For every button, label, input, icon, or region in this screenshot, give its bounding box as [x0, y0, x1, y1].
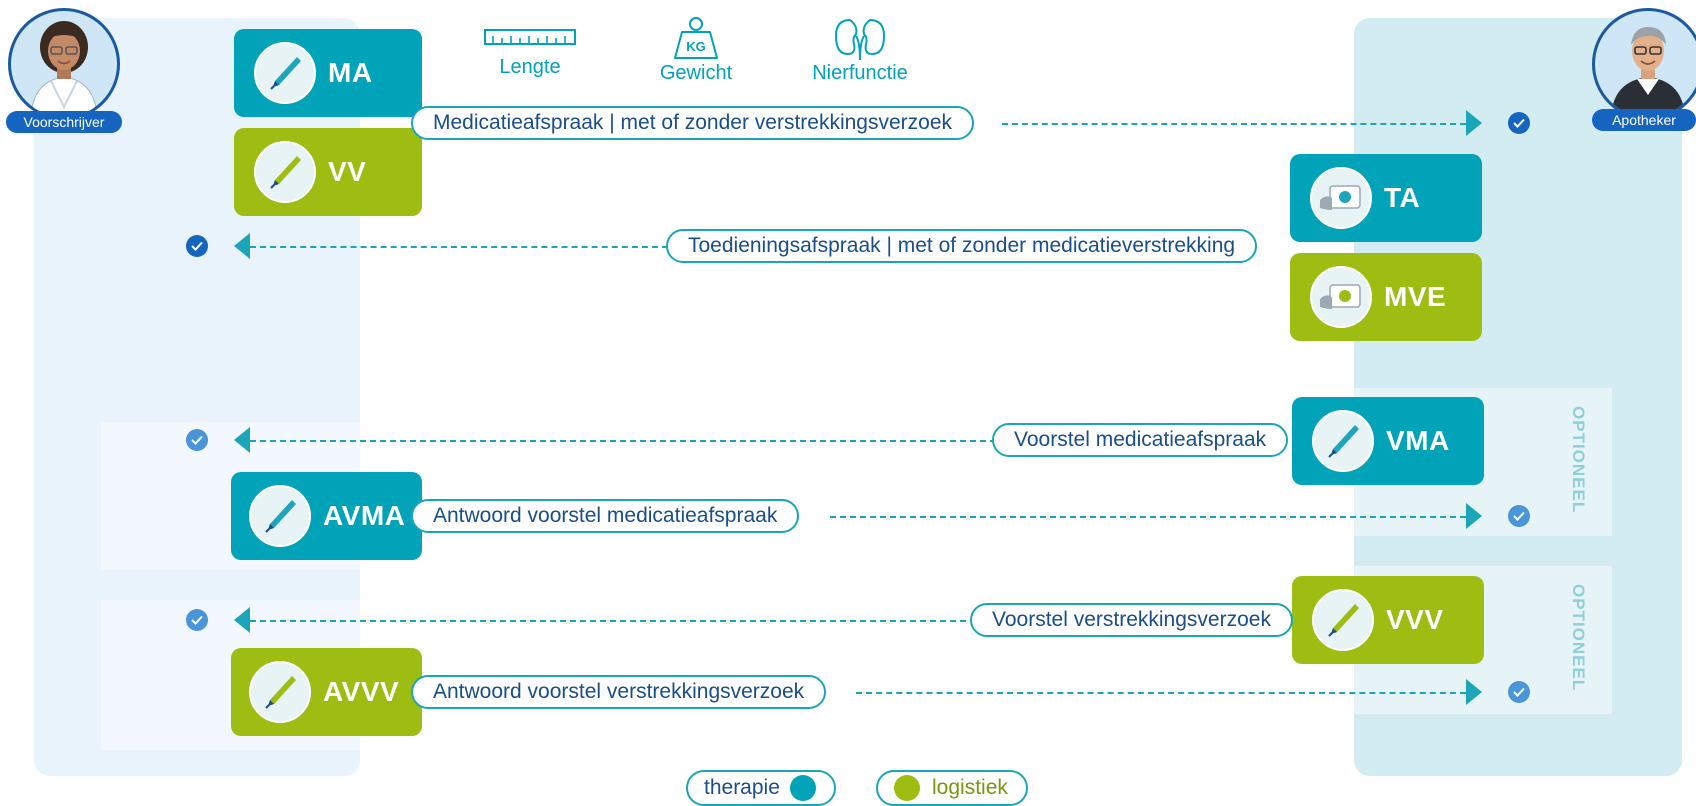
message-antwoord-voorstel-medicatieafspraak: Antwoord voorstel medicatieafspraak	[411, 499, 800, 533]
weight-kg-icon: KG	[674, 17, 718, 59]
optional-label-1: OPTIONEEL	[1569, 406, 1588, 514]
arrow-head-vma	[234, 427, 250, 453]
kidney-icon	[834, 18, 886, 60]
arrow-head-avvv	[1466, 679, 1482, 705]
arrow-head-ma	[1466, 110, 1482, 136]
block-vv[interactable]: VV	[234, 128, 422, 216]
block-avma[interactable]: AVMA	[231, 472, 422, 560]
measurement-weight: KG Gewicht	[648, 16, 744, 85]
message-toedieningsafspraak: Toedieningsafspraak | met of zonder medi…	[666, 229, 1258, 263]
legend-logistics: logistiek	[876, 770, 1028, 806]
check-icon	[1508, 681, 1530, 703]
arrow-head-avma	[1466, 503, 1482, 529]
pen-icon	[1312, 410, 1374, 472]
pen-icon	[254, 42, 316, 104]
block-mve[interactable]: MVE	[1290, 253, 1482, 341]
block-ta-label: TA	[1384, 182, 1421, 213]
measurement-length: Lengte	[480, 26, 580, 79]
pen-icon	[249, 661, 311, 723]
arrow-line-vvv	[250, 620, 976, 622]
arrow-line-vma	[250, 440, 996, 442]
block-ta[interactable]: TA	[1290, 154, 1482, 242]
check-icon	[186, 235, 208, 257]
message-voorstel-medicatieafspraak: Voorstel medicatieafspraak	[992, 423, 1289, 457]
arrow-head-ta	[234, 233, 250, 259]
legend-therapy: therapie	[686, 770, 836, 806]
legend-logistics-label: logistiek	[932, 776, 1008, 799]
arrow-line-avvv	[856, 692, 1466, 694]
legend-therapy-label: therapie	[704, 776, 780, 799]
arrow-line-ma	[1002, 123, 1466, 125]
medication-hand-icon	[1310, 167, 1372, 229]
legend-therapy-dot	[789, 775, 816, 801]
prescriber-avatar	[8, 8, 120, 120]
block-mve-label: MVE	[1384, 281, 1447, 312]
check-icon	[186, 429, 208, 451]
measurement-weight-label: Gewicht	[659, 62, 733, 84]
check-icon	[1508, 112, 1530, 134]
arrow-line-ta	[250, 246, 668, 248]
message-medicatieafspraak: Medicatieafspraak | met of zonder verstr…	[411, 106, 975, 140]
block-vma-label: VMA	[1386, 425, 1450, 456]
pharmacist-avatar	[1592, 8, 1696, 120]
block-vv-label: VV	[328, 156, 367, 187]
optional-label-2: OPTIONEEL	[1569, 584, 1588, 692]
medication-hand-icon	[1310, 266, 1372, 328]
prescriber-role-label: Voorschrijver	[6, 111, 122, 133]
block-vvv-label: VVV	[1386, 604, 1444, 635]
block-vma[interactable]: VMA	[1292, 397, 1484, 485]
block-avma-label: AVMA	[323, 500, 406, 531]
pharmacist-role-label: Apotheker	[1592, 109, 1696, 131]
block-ma[interactable]: MA	[234, 29, 422, 117]
measurement-length-label: Lengte	[499, 56, 561, 78]
arrow-line-avma	[830, 516, 1466, 518]
block-avvv[interactable]: AVVV	[231, 648, 422, 736]
check-icon	[186, 609, 208, 631]
block-ma-label: MA	[328, 57, 373, 88]
block-avvv-label: AVVV	[323, 676, 400, 707]
pen-icon	[249, 485, 311, 547]
pen-icon	[1312, 589, 1374, 651]
weight-badge: KG	[686, 39, 706, 54]
check-icon	[1508, 505, 1530, 527]
message-voorstel-verstrekkingsverzoek: Voorstel verstrekkingsverzoek	[970, 603, 1293, 637]
pen-icon	[254, 141, 316, 203]
legend-logistics-dot	[894, 775, 920, 801]
arrow-head-vvv	[234, 607, 250, 633]
ruler-icon	[484, 29, 576, 45]
block-vvv[interactable]: VVV	[1292, 576, 1484, 664]
measurement-kidney-label: Nierfunctie	[812, 62, 908, 84]
message-antwoord-voorstel-verstrekkingsverzoek: Antwoord voorstel verstrekkingsverzoek	[411, 675, 827, 709]
measurement-kidney: Nierfunctie	[798, 16, 922, 85]
